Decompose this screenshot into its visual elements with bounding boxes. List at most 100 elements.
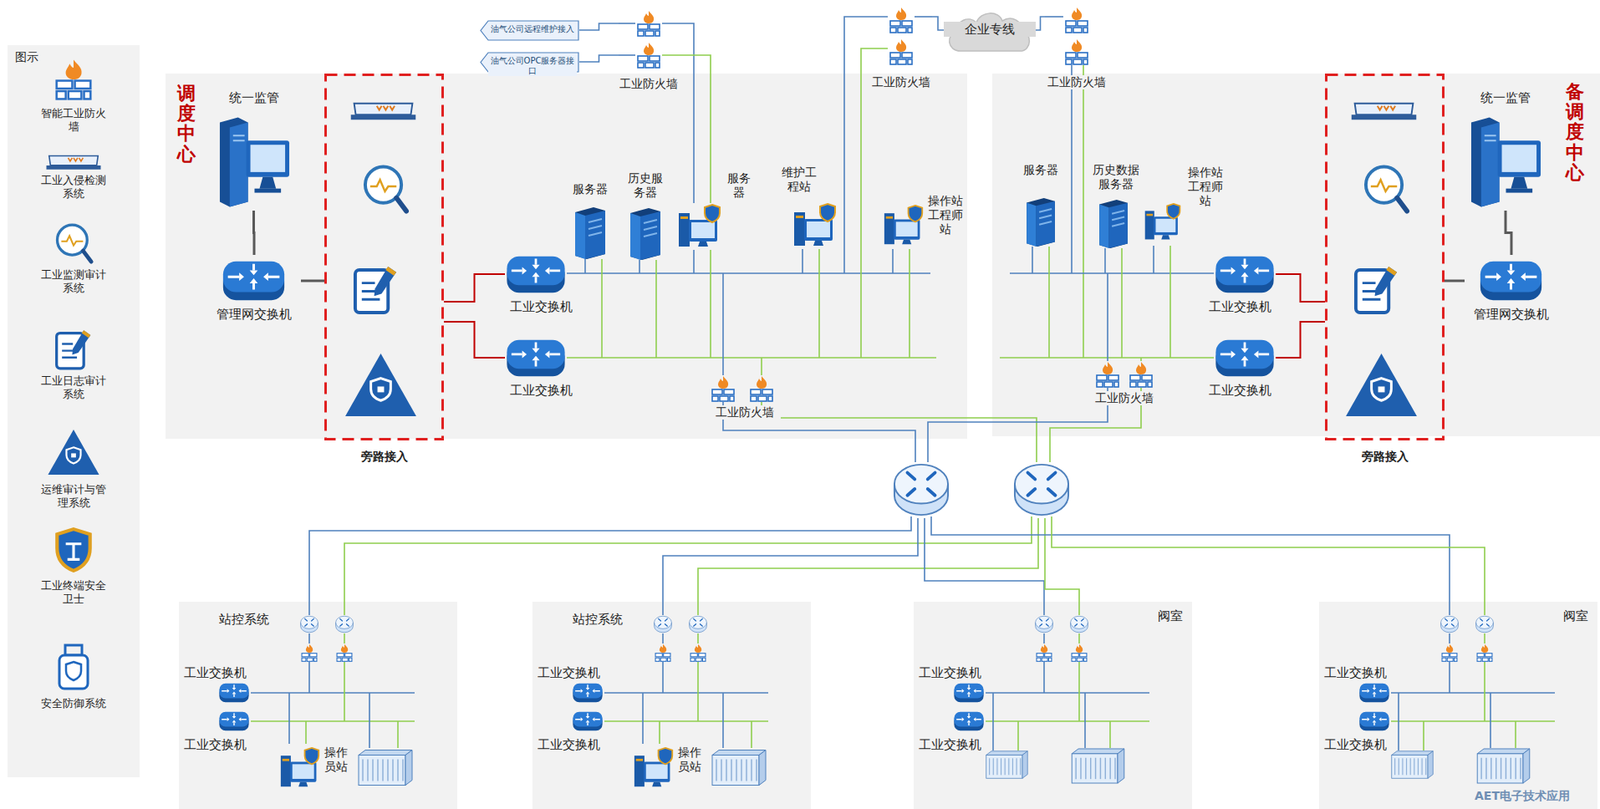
dev-icon xyxy=(1505,758,1507,780)
ws-icon xyxy=(688,219,718,242)
industrial-switch: 工业交换机 xyxy=(504,250,577,318)
network-wire xyxy=(985,720,1150,723)
watermark: AET电子技术应用 xyxy=(1474,789,1570,804)
dev-icon xyxy=(358,755,406,786)
node-label: 操作员站 xyxy=(677,745,705,775)
network-wire xyxy=(642,692,644,744)
fw-icon xyxy=(1065,27,1072,33)
fw-icon xyxy=(1446,644,1453,653)
dev-icon xyxy=(377,759,379,782)
fw-icon xyxy=(907,27,913,33)
dev-icon xyxy=(1071,754,1118,784)
dev-icon xyxy=(392,759,394,782)
network-wire xyxy=(308,662,311,693)
network-wire xyxy=(1043,633,1045,644)
network-wire xyxy=(309,516,912,616)
legend-symbol xyxy=(56,91,67,99)
fw-icon xyxy=(1083,59,1088,65)
node-label: 统一监管 xyxy=(1462,90,1549,106)
tri-icon xyxy=(1345,353,1417,417)
sw-icon xyxy=(1220,258,1269,283)
dev-icon xyxy=(986,751,1028,756)
node-label: 工业交换机 xyxy=(918,737,989,753)
link-line xyxy=(1444,280,1465,283)
node-label: 管理网交换机 xyxy=(1464,306,1559,322)
dev-icon xyxy=(387,759,389,782)
node-label: 工业防火墙 xyxy=(1086,391,1162,406)
doc-icon xyxy=(1352,263,1401,316)
fw-icon xyxy=(729,396,734,402)
ids-icon xyxy=(1351,114,1417,120)
sw-icon xyxy=(1359,712,1389,728)
fw-icon xyxy=(747,375,776,403)
fw-icon xyxy=(1104,382,1113,388)
legend-symbol xyxy=(61,235,83,245)
node-label: 工业交换机 xyxy=(1324,665,1395,681)
link-line xyxy=(579,55,619,62)
doc-icon xyxy=(385,266,397,276)
legend-symbol xyxy=(71,330,91,355)
srv-icon xyxy=(1096,198,1131,249)
enterprise-cloud: 企业专线 xyxy=(943,5,1036,57)
ws-icon xyxy=(691,222,715,239)
network-wire xyxy=(801,249,804,274)
station-panel: 站控系统工业交换机工业交换机操作员站 xyxy=(532,601,811,806)
dev-icon xyxy=(1100,758,1101,780)
sw-icon xyxy=(953,712,984,728)
fw-icon xyxy=(1093,361,1122,388)
firewall-pair: 工业防火墙 xyxy=(1086,357,1162,417)
fw-icon xyxy=(1102,361,1113,375)
network-wire xyxy=(1044,15,1064,18)
ws-icon xyxy=(280,755,291,787)
dev-icon xyxy=(1105,758,1106,780)
sw-icon xyxy=(228,264,281,291)
ws-icon xyxy=(908,205,923,222)
fw-icon xyxy=(1477,644,1493,663)
node-label: 油气公司远程维护接入 xyxy=(488,24,577,35)
sw-icon xyxy=(956,713,982,726)
station-panel: 站控系统工业交换机工业交换机操作员站 xyxy=(178,601,458,806)
fw-icon xyxy=(1485,653,1493,658)
industrial-switch: 工业交换机 xyxy=(1324,665,1395,706)
fw-icon xyxy=(314,657,317,662)
fw-icon xyxy=(756,376,767,389)
fw-icon xyxy=(1073,59,1082,65)
dev-icon xyxy=(745,759,748,782)
network-wire xyxy=(999,356,1214,359)
fw-icon xyxy=(1096,375,1119,388)
fw-icon xyxy=(301,653,317,663)
fw-icon xyxy=(695,657,702,662)
dev-icon xyxy=(1117,749,1125,784)
fw-icon xyxy=(1075,644,1083,653)
node-label: 工业交换机 xyxy=(504,382,577,398)
pc-icon xyxy=(1510,177,1528,189)
dev-icon xyxy=(1519,758,1521,780)
fw-icon xyxy=(887,6,915,34)
fw-icon xyxy=(1147,382,1152,388)
network-wire xyxy=(1104,248,1106,274)
fw-icon xyxy=(1084,657,1087,662)
ws-icon xyxy=(704,204,720,223)
tag-icon xyxy=(480,20,579,41)
node-label: 企业专线 xyxy=(943,21,1036,37)
fw-icon xyxy=(1065,52,1088,65)
srv-icon xyxy=(1111,210,1125,227)
fw-icon xyxy=(719,396,729,402)
srv-icon xyxy=(1026,198,1055,247)
mag-icon xyxy=(361,163,408,217)
tri-icon xyxy=(345,353,417,417)
industrial-switch: 工业交换机 xyxy=(918,665,989,706)
fw-icon xyxy=(649,56,660,62)
fw-icon xyxy=(1481,644,1488,653)
dev-icon xyxy=(1477,754,1524,784)
rt-icon xyxy=(1014,464,1069,515)
dev-icon xyxy=(1016,758,1018,775)
network-wire xyxy=(1169,245,1172,358)
srv-icon xyxy=(1026,203,1036,248)
legend-symbol xyxy=(46,428,101,477)
network-wire xyxy=(1009,272,1214,275)
network-wire xyxy=(722,273,724,376)
fw-icon xyxy=(660,657,667,662)
legend-symbol xyxy=(65,645,82,656)
fw-icon xyxy=(718,376,729,389)
